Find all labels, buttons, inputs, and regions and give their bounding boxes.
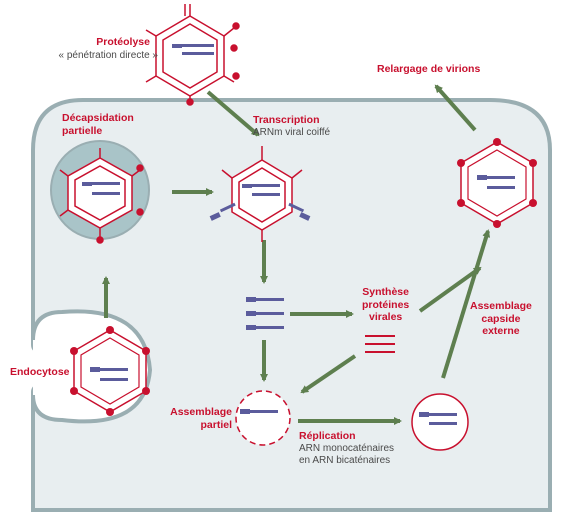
replication-particle	[411, 393, 469, 451]
label-synthese: Synthèse protéines virales	[362, 286, 409, 324]
label-proteolyse: Protéolyse	[96, 36, 150, 48]
label-assemblage-partiel-line2: partiel	[200, 418, 232, 431]
mature-virion-right	[457, 138, 537, 228]
label-replication: Réplication	[299, 430, 356, 442]
arrows	[102, 84, 491, 425]
label-relargage: Relargage de virions	[377, 63, 481, 75]
label-assemblage-capside-line2: capside	[481, 312, 521, 325]
mrna-stack	[246, 297, 284, 330]
label-proteolyse-sub: « pénétration directe »	[58, 50, 158, 61]
virion-endocytosis	[70, 326, 150, 416]
rna-vesicle	[82, 182, 120, 195]
label-decapsidation-line2: partielle	[62, 124, 103, 137]
rna-transcription	[209, 184, 311, 221]
label-assemblage-partiel: Assemblage partiel	[168, 406, 232, 431]
label-replication-group: Réplication ARN monocaténaires en ARN bi…	[299, 430, 394, 467]
label-assemblage-capside: Assemblage capside externe	[470, 300, 532, 338]
label-synthese-line1: Synthèse	[362, 286, 409, 298]
label-decapsidation-line1: Décapsidation	[62, 112, 134, 124]
partial-assembly	[235, 390, 291, 446]
label-transcription-sub: ARNm viral coiffé	[253, 126, 331, 138]
label-replication-sub1: ARN monocaténaires	[299, 442, 395, 454]
label-transcription-group: Transcription ARNm viral coiffé	[253, 114, 330, 139]
label-replication-sub2: en ARN bicaténaires	[299, 454, 391, 466]
rna-top	[172, 44, 214, 55]
label-synthese-line2: protéines	[362, 298, 410, 311]
label-assemblage-capside-line3: externe	[482, 325, 520, 338]
label-decapsidation: Décapsidation partielle	[62, 112, 134, 137]
label-assemblage-partiel-line1: Assemblage	[170, 406, 232, 418]
label-endocytose: Endocytose	[10, 366, 70, 378]
viral-proteins	[365, 335, 395, 353]
label-transcription: Transcription	[253, 114, 320, 126]
label-assemblage-capside-line1: Assemblage	[470, 300, 532, 312]
label-proteolyse-group: Protéolyse	[92, 36, 150, 49]
capsid-proteolysis	[145, 4, 240, 106]
label-synthese-line3: virales	[368, 311, 403, 324]
